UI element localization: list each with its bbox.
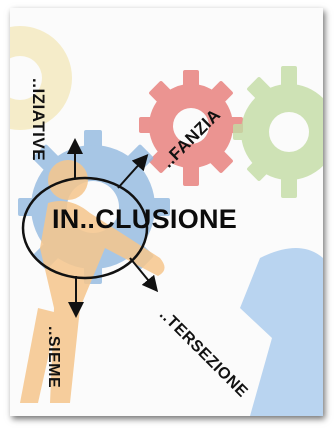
- red-gear-icon: [139, 70, 243, 186]
- center-word: IN..CLUSIONE: [52, 204, 238, 234]
- blue-figure-icon: [240, 248, 323, 416]
- branch-label-sieme: ..SIEME: [45, 326, 62, 389]
- arrow-upright-icon: [117, 154, 149, 189]
- slide-frame: IN..CLUSIONE ..IZIATIVE ..FANZIA ..TERSE…: [10, 8, 323, 416]
- background-illustration: [10, 26, 323, 416]
- green-gear-icon: [233, 66, 323, 198]
- branch-label-iziative: ..IZIATIVE: [29, 78, 48, 162]
- yellow-gear-icon: [10, 26, 72, 130]
- arrow-downright-icon: [129, 257, 159, 293]
- center-ellipse: [21, 176, 149, 280]
